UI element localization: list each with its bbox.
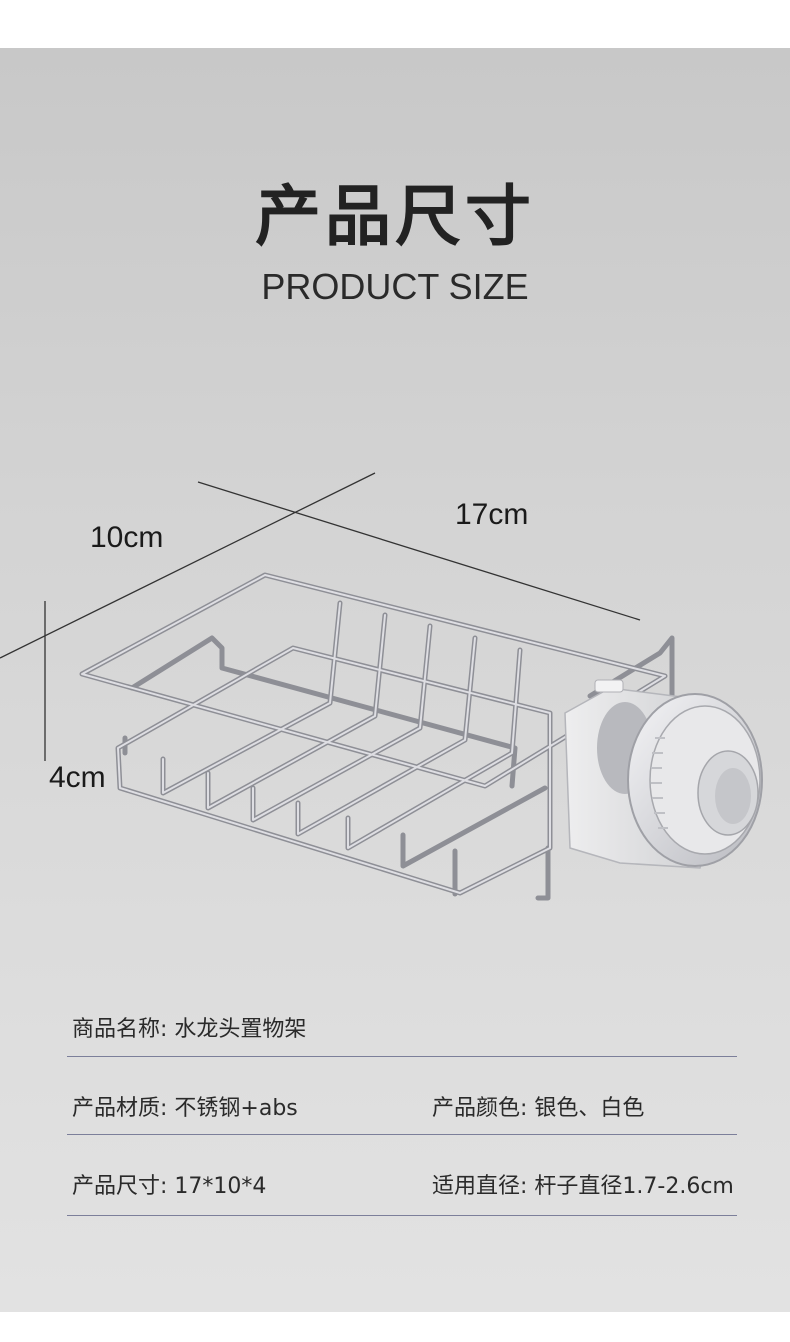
tightening-knob <box>627 693 763 867</box>
height-label: 4cm <box>49 761 106 794</box>
divider <box>67 1134 737 1135</box>
faucet-rack-illustration <box>0 472 763 901</box>
spec-size: 产品尺寸: 17*10*4 <box>72 1174 267 1199</box>
wire-basket <box>79 572 675 901</box>
width-label: 10cm <box>90 521 164 554</box>
dimension-lines <box>0 472 641 761</box>
page-title: 产品尺寸 <box>255 178 535 255</box>
spec-color: 产品颜色: 银色、白色 <box>432 1096 645 1121</box>
divider <box>67 1215 737 1216</box>
width-dimension-line <box>0 472 376 659</box>
divider <box>67 1056 737 1057</box>
length-label: 17cm <box>455 498 529 531</box>
spec-product-name: 商品名称: 水龙头置物架 <box>72 1017 307 1042</box>
length-dimension-line <box>197 481 641 621</box>
spec-material: 产品材质: 不锈钢+abs <box>72 1096 298 1121</box>
product-size-panel: 产品尺寸 PRODUCT SIZE <box>0 48 790 1312</box>
page-subtitle: PRODUCT SIZE <box>261 266 529 307</box>
spec-diameter: 适用直径: 杆子直径1.7-2.6cm <box>432 1174 734 1199</box>
